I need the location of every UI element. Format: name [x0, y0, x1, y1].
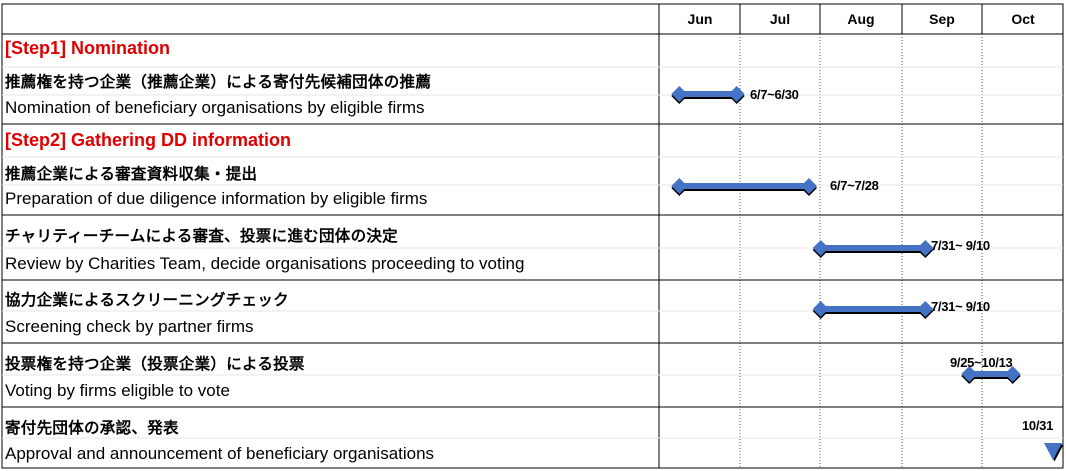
task-bar	[679, 183, 809, 189]
task-bar	[820, 245, 926, 251]
task-4-date-label: 7/31~ 9/10	[931, 299, 990, 314]
task-1-date-label: 6/7~6/30	[750, 87, 799, 102]
task-3-en: Review by Charities Team, decide organis…	[5, 254, 525, 273]
month-header-aug: Aug	[847, 11, 875, 27]
milestone-marker	[1044, 443, 1062, 460]
task-bar-start-diamond	[812, 301, 829, 317]
task-bar-end-diamond	[917, 301, 934, 317]
task-bar	[679, 91, 737, 97]
task-3-jp: チャリティーチームによる審査、投票に進む団体の決定	[5, 227, 398, 245]
month-header-jun: Jun	[687, 11, 713, 27]
task-2-date-label: 6/7~7/28	[830, 178, 879, 193]
task-3-date-label: 7/31~ 9/10	[931, 238, 990, 253]
task-bar-end-diamond	[728, 86, 745, 102]
task-bar-end-diamond	[800, 178, 817, 194]
task-bar-start-diamond	[961, 366, 978, 382]
task-2-jp: 推薦企業による審査資料収集・提出	[5, 165, 258, 183]
month-header-jul: Jul	[769, 11, 791, 27]
task-1-en: Nomination of beneficiary organisations …	[5, 98, 425, 117]
month-header-oct: Oct	[1011, 11, 1035, 27]
task-4-jp: 協力企業によるスクリーニングチェック	[5, 291, 289, 309]
task-5-jp: 投票権を持つ企業（投票企業）による投票	[5, 355, 305, 373]
task-bar	[820, 306, 926, 312]
task-bar-end-diamond	[917, 240, 934, 256]
task-bar-start-diamond	[812, 240, 829, 256]
task-2-en: Preparation of due diligence information…	[5, 189, 428, 208]
outer-frame	[1, 3, 1064, 469]
task-5-en: Voting by firms eligible to vote	[5, 381, 230, 400]
task-6-en: Approval and announcement of beneficiary…	[5, 444, 435, 463]
task-bar-start-diamond	[671, 178, 688, 194]
task-bar-start-diamond	[671, 86, 688, 102]
task-6-jp: 寄付先団体の承認、発表	[5, 419, 179, 437]
step1-title: [Step1] Nomination	[5, 38, 170, 58]
task-6-date-label: 10/31	[1022, 418, 1054, 433]
month-header-sep: Sep	[929, 11, 955, 27]
task-bar-end-diamond	[1004, 366, 1021, 382]
task-5-date-label: 9/25~10/13	[950, 355, 1013, 370]
task-bar	[969, 371, 1013, 377]
task-4-en: Screening check by partner firms	[5, 317, 254, 336]
step2-title: [Step2] Gathering DD information	[5, 130, 292, 150]
task-1-jp: 推薦権を持つ企業（推薦企業）による寄付先候補団体の推薦	[5, 73, 432, 91]
